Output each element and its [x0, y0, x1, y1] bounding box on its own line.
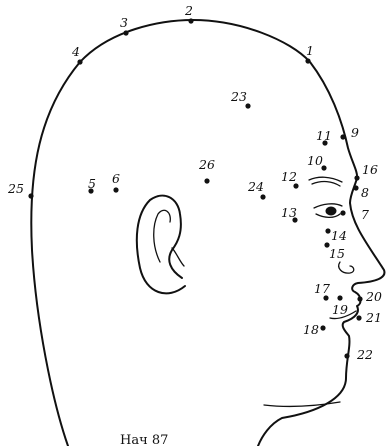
- point-22-marker: [344, 353, 349, 358]
- point-3-marker: [123, 30, 128, 35]
- point-23-marker: [245, 103, 250, 108]
- point-17-label: 17: [314, 281, 330, 296]
- point-9-label: 9: [351, 125, 359, 140]
- nostril: [339, 262, 354, 273]
- point-14-marker: [325, 228, 330, 233]
- point-11-label: 11: [316, 128, 332, 143]
- point-12-marker: [293, 183, 298, 188]
- point-16-marker: [354, 175, 359, 180]
- point-2-label: 2: [184, 3, 193, 18]
- caption-text: Нач 87: [120, 433, 168, 446]
- point-25-label: 25: [7, 181, 24, 196]
- point-22-label: 22: [356, 347, 373, 362]
- point-4-marker: [77, 59, 82, 64]
- point-9-marker: [340, 134, 345, 139]
- point-18-label: 18: [303, 322, 319, 337]
- point-17-marker: [323, 295, 328, 300]
- point-12-label: 12: [281, 169, 297, 184]
- point-7-marker: [340, 210, 345, 215]
- point-21-label: 21: [365, 310, 382, 325]
- point-1-label: 1: [306, 43, 314, 58]
- point-26-marker: [204, 178, 209, 183]
- point-24-label: 24: [247, 179, 264, 194]
- point-24-marker: [260, 194, 265, 199]
- point-13-label: 13: [281, 205, 297, 220]
- point-19-label: 19: [332, 302, 348, 317]
- point-8-marker: [353, 185, 358, 190]
- ear-outline: [137, 196, 185, 294]
- point-3-label: 3: [120, 15, 128, 30]
- point-14-label: 14: [331, 228, 347, 243]
- point-5-label: 5: [88, 176, 96, 191]
- point-26-label: 26: [198, 157, 215, 172]
- point-21-marker: [356, 315, 361, 320]
- point-16-label: 16: [362, 162, 378, 177]
- point-19-marker: [337, 295, 342, 300]
- point-20-label: 20: [365, 289, 382, 304]
- point-8-label: 8: [361, 185, 369, 200]
- ear-inner: [154, 210, 171, 262]
- point-10-label: 10: [307, 153, 323, 168]
- point-23-label: 23: [230, 89, 247, 104]
- point-20-marker: [357, 296, 362, 301]
- point-4-label: 4: [71, 44, 80, 59]
- point-18-marker: [320, 325, 325, 330]
- point-2-marker: [188, 18, 193, 23]
- ear-tragus: [172, 248, 184, 266]
- point-7-label: 7: [361, 207, 369, 222]
- point-15-label: 15: [329, 246, 345, 261]
- eye-pupil: [326, 207, 337, 216]
- eyebrow: [309, 177, 342, 186]
- point-1-marker: [305, 58, 310, 63]
- point-6-marker: [113, 187, 118, 192]
- point-6-label: 6: [112, 171, 120, 186]
- point-25-marker: [28, 193, 33, 198]
